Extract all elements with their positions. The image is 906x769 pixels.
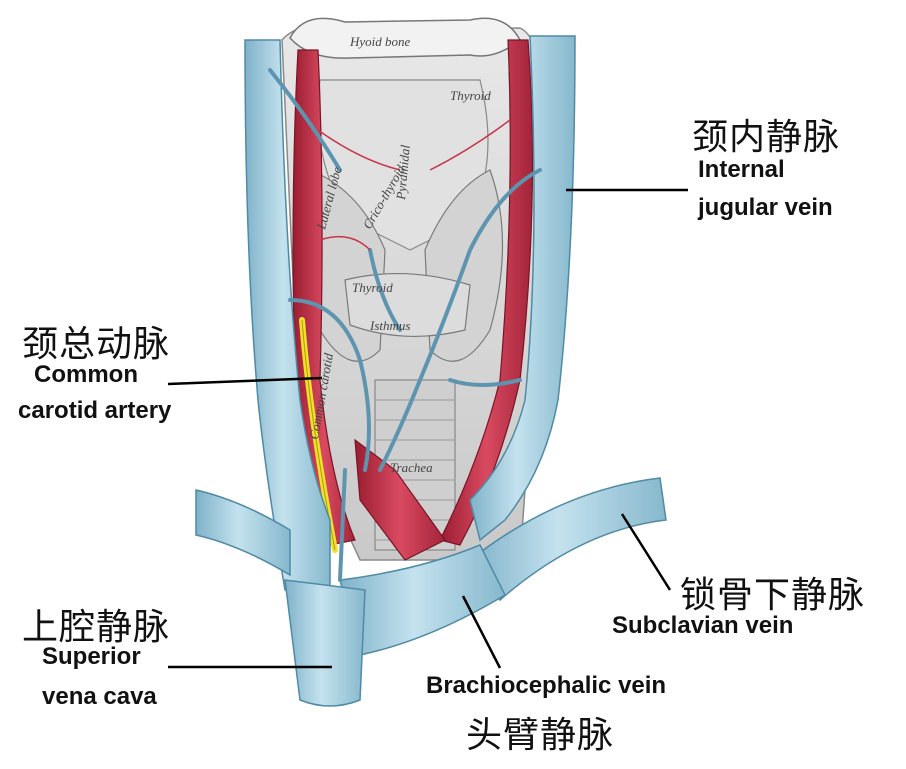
thyroid-cartilage-label: Thyroid xyxy=(450,88,491,103)
leader-brachiocephalic xyxy=(461,595,502,669)
hyoid-bone-label: Hyoid bone xyxy=(349,34,411,49)
right-common-carotid-artery xyxy=(439,39,534,546)
brachiocephalic-en-label: Brachiocephalic vein xyxy=(426,672,667,699)
superior-vena-cava-cn-label: 上腔静脉 xyxy=(22,607,171,648)
thyroid-gland-label: Thyroid xyxy=(352,280,393,295)
thyroid-arteries xyxy=(317,119,511,251)
superior-vena-cava-en-line2: vena cava xyxy=(42,683,157,710)
subclavian-en-label: Subclavian vein xyxy=(612,612,794,639)
common-carotid-en-line2: carotid artery xyxy=(18,397,172,424)
brachiocephalic-artery xyxy=(354,438,446,561)
superior-vena-cava-vessel xyxy=(284,579,366,707)
trachea-label: Trachea xyxy=(390,460,433,475)
right-internal-jugular-vein xyxy=(469,35,576,542)
leader-lines xyxy=(167,188,688,669)
pyramidal-label: Pyramidal xyxy=(393,144,413,201)
internal-jugular-en-line1: Internal xyxy=(698,156,785,183)
left-subclavian-vein xyxy=(195,489,291,577)
common-carotid-cn-label: 颈总动脉 xyxy=(22,324,171,365)
leader-subclavian xyxy=(620,513,672,591)
right-brachiocephalic-vein xyxy=(339,544,506,656)
right-subclavian-vein xyxy=(468,477,667,602)
internal-jugular-en-line2: jugular vein xyxy=(698,194,833,221)
isthmus-label: Isthmus xyxy=(369,318,410,333)
thyroid-isthmus xyxy=(344,272,471,338)
leader-common-carotid xyxy=(167,376,323,386)
thyroid-veins xyxy=(268,68,542,582)
common-carotid-en-line1: Common xyxy=(34,361,138,388)
brachiocephalic-cn-label: 头臂静脉 xyxy=(466,715,615,756)
internal-jugular-cn-label: 颈内静脉 xyxy=(692,117,841,158)
subclavian-cn-label: 锁骨下静脉 xyxy=(680,575,866,616)
superior-vena-cava-en-line1: Superior xyxy=(42,643,141,670)
